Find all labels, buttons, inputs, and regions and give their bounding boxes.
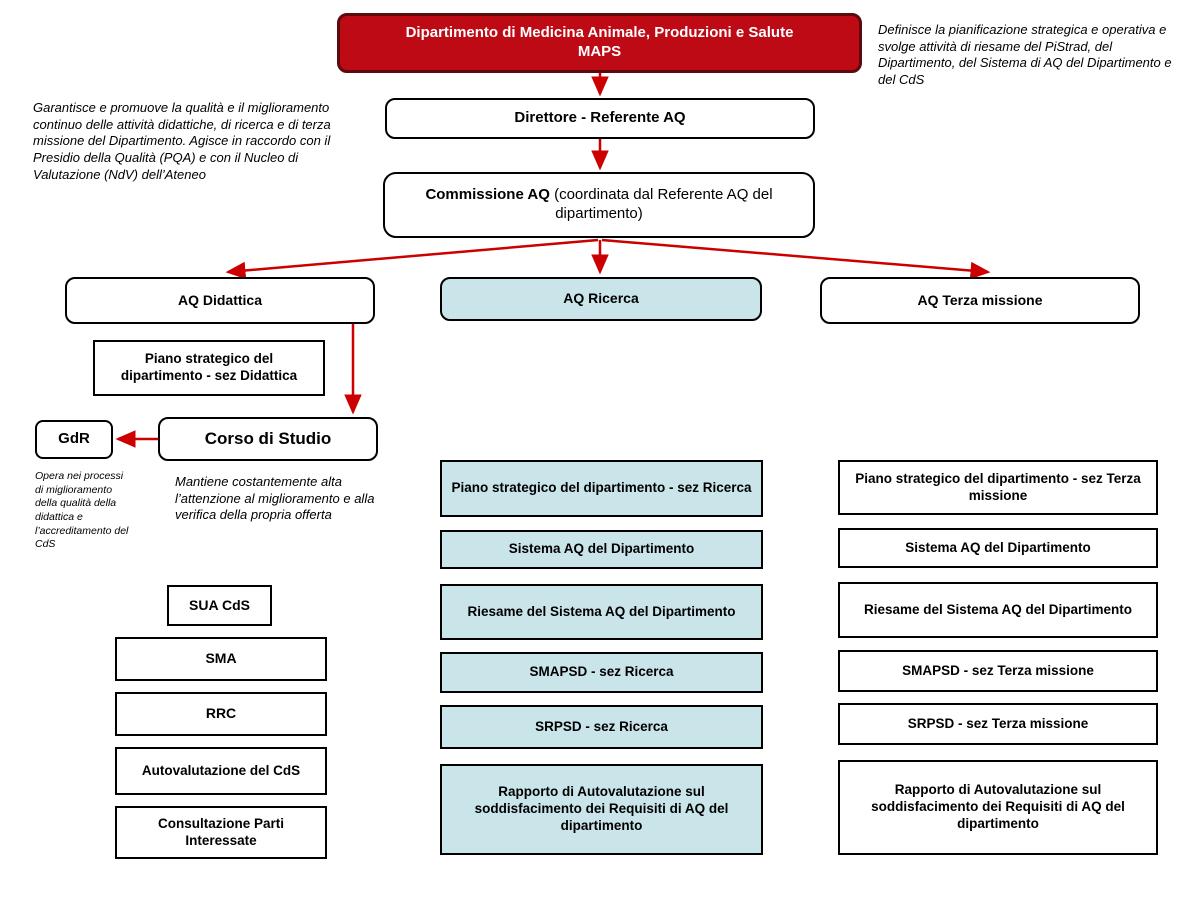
ricerca-item-srpsd: SRPSD - sez Ricerca <box>440 705 763 749</box>
rrc-label: RRC <box>205 705 237 722</box>
ricerca-item-label: SMAPSD - sez Ricerca <box>529 664 674 680</box>
terza-item-smapsd: SMAPSD - sez Terza missione <box>838 650 1158 692</box>
node-commissione-label: Commissione AQ (coordinata dal Referente… <box>425 186 773 222</box>
node-aq-terza-missione: AQ Terza missione <box>820 277 1140 324</box>
gdr-label: GdR <box>58 430 90 448</box>
terza-item-piano-strategico: Piano strategico del dipartimento - sez … <box>838 460 1158 515</box>
note-gdr: Opera nei processi di miglioramento dell… <box>35 470 129 551</box>
ricerca-item-piano-strategico: Piano strategico del dipartimento - sez … <box>440 460 763 517</box>
terza-item-label: Rapporto di Autovalutazione sul soddisfa… <box>871 782 1125 831</box>
node-gdr: GdR <box>35 420 113 459</box>
aq-didattica-label: AQ Didattica <box>177 291 262 308</box>
corso-di-studio-label: Corso di Studio <box>204 429 332 449</box>
terza-item-riesame: Riesame del Sistema AQ del Dipartimento <box>838 582 1158 638</box>
terza-item-label: Sistema AQ del Dipartimento <box>905 539 1091 555</box>
node-direttore-label: Direttore - Referente AQ <box>514 109 686 127</box>
arrow-commissione-to-didattica <box>225 238 599 280</box>
node-rrc: RRC <box>115 692 327 736</box>
note-commissione-role: Garantisce e promuove la qualità e il mi… <box>33 100 331 182</box>
ricerca-item-label: Piano strategico del dipartimento - sez … <box>451 480 752 496</box>
ricerca-item-sistema-aq: Sistema AQ del Dipartimento <box>440 530 763 569</box>
node-sma: SMA <box>115 637 327 681</box>
department-acronym: MAPS <box>577 43 622 60</box>
terza-item-label: SRPSD - sez Terza missione <box>907 715 1089 731</box>
node-aq-didattica: AQ Didattica <box>65 277 375 324</box>
ricerca-item-label: Riesame del Sistema AQ del Dipartimento <box>467 603 736 619</box>
terza-item-rapporto: Rapporto di Autovalutazione sul soddisfa… <box>838 760 1158 855</box>
node-corso-di-studio: Corso di Studio <box>158 417 378 461</box>
node-piano-didattica: Piano strategico del dipartimento - sez … <box>93 340 325 396</box>
aq-terza-missione-label: AQ Terza missione <box>917 291 1043 308</box>
sua-cds-label: SUA CdS <box>189 596 250 613</box>
arrow-commissione-to-terza <box>601 238 991 280</box>
note-corso-di-studio: Mantiene costantemente alta l’attenzione… <box>175 474 375 523</box>
ricerca-item-rapporto: Rapporto di Autovalutazione sul soddisfa… <box>440 764 763 855</box>
node-autovalutazione-cds: Autovalutazione del CdS <box>115 747 327 795</box>
department-header-box: Dipartimento di Medicina Animale, Produz… <box>337 13 862 73</box>
terza-item-label: Riesame del Sistema AQ del Dipartimento <box>863 601 1133 617</box>
node-commissione: Commissione AQ (coordinata dal Referente… <box>383 172 815 238</box>
node-consultazione-parti: Consultazione Parti Interessate <box>115 806 327 859</box>
autovalutazione-label: Autovalutazione del CdS <box>141 762 301 778</box>
aq-ricerca-label: AQ Ricerca <box>563 290 639 307</box>
department-title: Dipartimento di Medicina Animale, Produz… <box>405 24 794 42</box>
sma-label: SMA <box>205 650 237 667</box>
ricerca-item-label: Rapporto di Autovalutazione sul soddisfa… <box>474 784 729 833</box>
ricerca-item-riesame: Riesame del Sistema AQ del Dipartimento <box>440 584 763 640</box>
ricerca-item-smapsd: SMAPSD - sez Ricerca <box>440 652 763 693</box>
ricerca-item-label: Sistema AQ del Dipartimento <box>508 541 695 557</box>
note-direttore-role: Definisce la pianificazione strategica e… <box>878 22 1172 87</box>
terza-item-label: Piano strategico del dipartimento - sez … <box>855 470 1141 503</box>
terza-item-srpsd: SRPSD - sez Terza missione <box>838 703 1158 745</box>
piano-didattica-label: Piano strategico del dipartimento - sez … <box>120 351 298 383</box>
node-aq-ricerca: AQ Ricerca <box>440 277 762 321</box>
terza-item-sistema-aq: Sistema AQ del Dipartimento <box>838 528 1158 568</box>
node-direttore: Direttore - Referente AQ <box>385 98 815 139</box>
terza-item-label: SMAPSD - sez Terza missione <box>902 662 1094 678</box>
ricerca-item-label: SRPSD - sez Ricerca <box>535 718 668 734</box>
node-sua-cds: SUA CdS <box>167 585 272 626</box>
consultazione-label: Consultazione Parti Interessate <box>157 815 284 848</box>
